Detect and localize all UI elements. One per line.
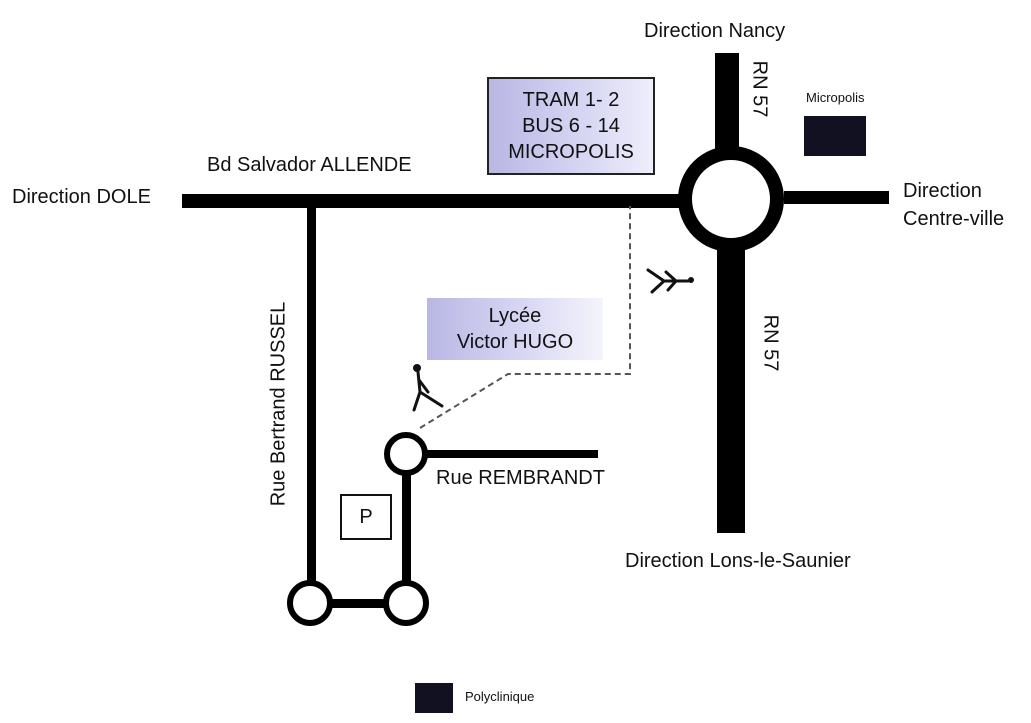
- label-direction-centre-line1: Direction: [903, 180, 982, 202]
- transit-info-box: TRAM 1- 2 BUS 6 - 14 MICROPOLIS: [487, 77, 655, 175]
- micropolis-marker: [804, 116, 866, 156]
- label-direction-lons: Direction Lons-le-Saunier: [625, 550, 851, 572]
- road-rue-bertrand-russel: [307, 206, 316, 584]
- road-connector-right: [402, 472, 411, 582]
- label-rn57-north: RN 57: [748, 60, 771, 118]
- road-bd-salvador-allende: [182, 194, 682, 208]
- road-rn57-south: [717, 240, 745, 533]
- label-micropolis: Micropolis: [806, 90, 865, 105]
- road-rn57-north: [715, 53, 739, 163]
- road-rue-rembrandt: [426, 450, 598, 458]
- pedestrian-icon: [412, 364, 444, 412]
- transit-line-tram: TRAM 1- 2: [522, 89, 620, 111]
- label-rue-rembrandt: Rue REMBRANDT: [436, 467, 605, 489]
- pedestrian-icon: [646, 268, 694, 294]
- roundabout-bottom-right: [383, 580, 429, 626]
- parking-sign: P: [340, 494, 392, 540]
- roundabout-bottom-left: [287, 580, 333, 626]
- label-direction-centre-line2: Centre-ville: [903, 208, 1005, 230]
- polyclinique-marker: [415, 683, 453, 713]
- parking-label: P: [359, 505, 373, 528]
- label-direction-dole: Direction DOLE: [12, 186, 151, 208]
- school-name-line2: Victor HUGO: [456, 331, 574, 353]
- label-rue-bertrand-russel: Rue Bertrand RUSSEL: [267, 301, 290, 507]
- transit-line-bus: BUS 6 - 14: [522, 115, 620, 137]
- road-connector-bottom: [330, 599, 386, 608]
- road-east: [784, 191, 889, 204]
- walking-path: [419, 206, 631, 429]
- roundabout-rembrandt: [384, 432, 428, 476]
- roundabout-main: [678, 146, 784, 252]
- school-name-line1: Lycée: [488, 305, 542, 327]
- label-direction-nancy: Direction Nancy: [644, 20, 786, 42]
- transit-line-micropolis: MICROPOLIS: [508, 141, 634, 163]
- label-rn57-south: RN 57: [759, 314, 782, 372]
- label-bd-salvador-allende: Bd Salvador ALLENDE: [207, 154, 412, 176]
- school-label-box: Lycée Victor HUGO: [427, 298, 603, 360]
- label-polyclinique: Polyclinique: [465, 689, 535, 704]
